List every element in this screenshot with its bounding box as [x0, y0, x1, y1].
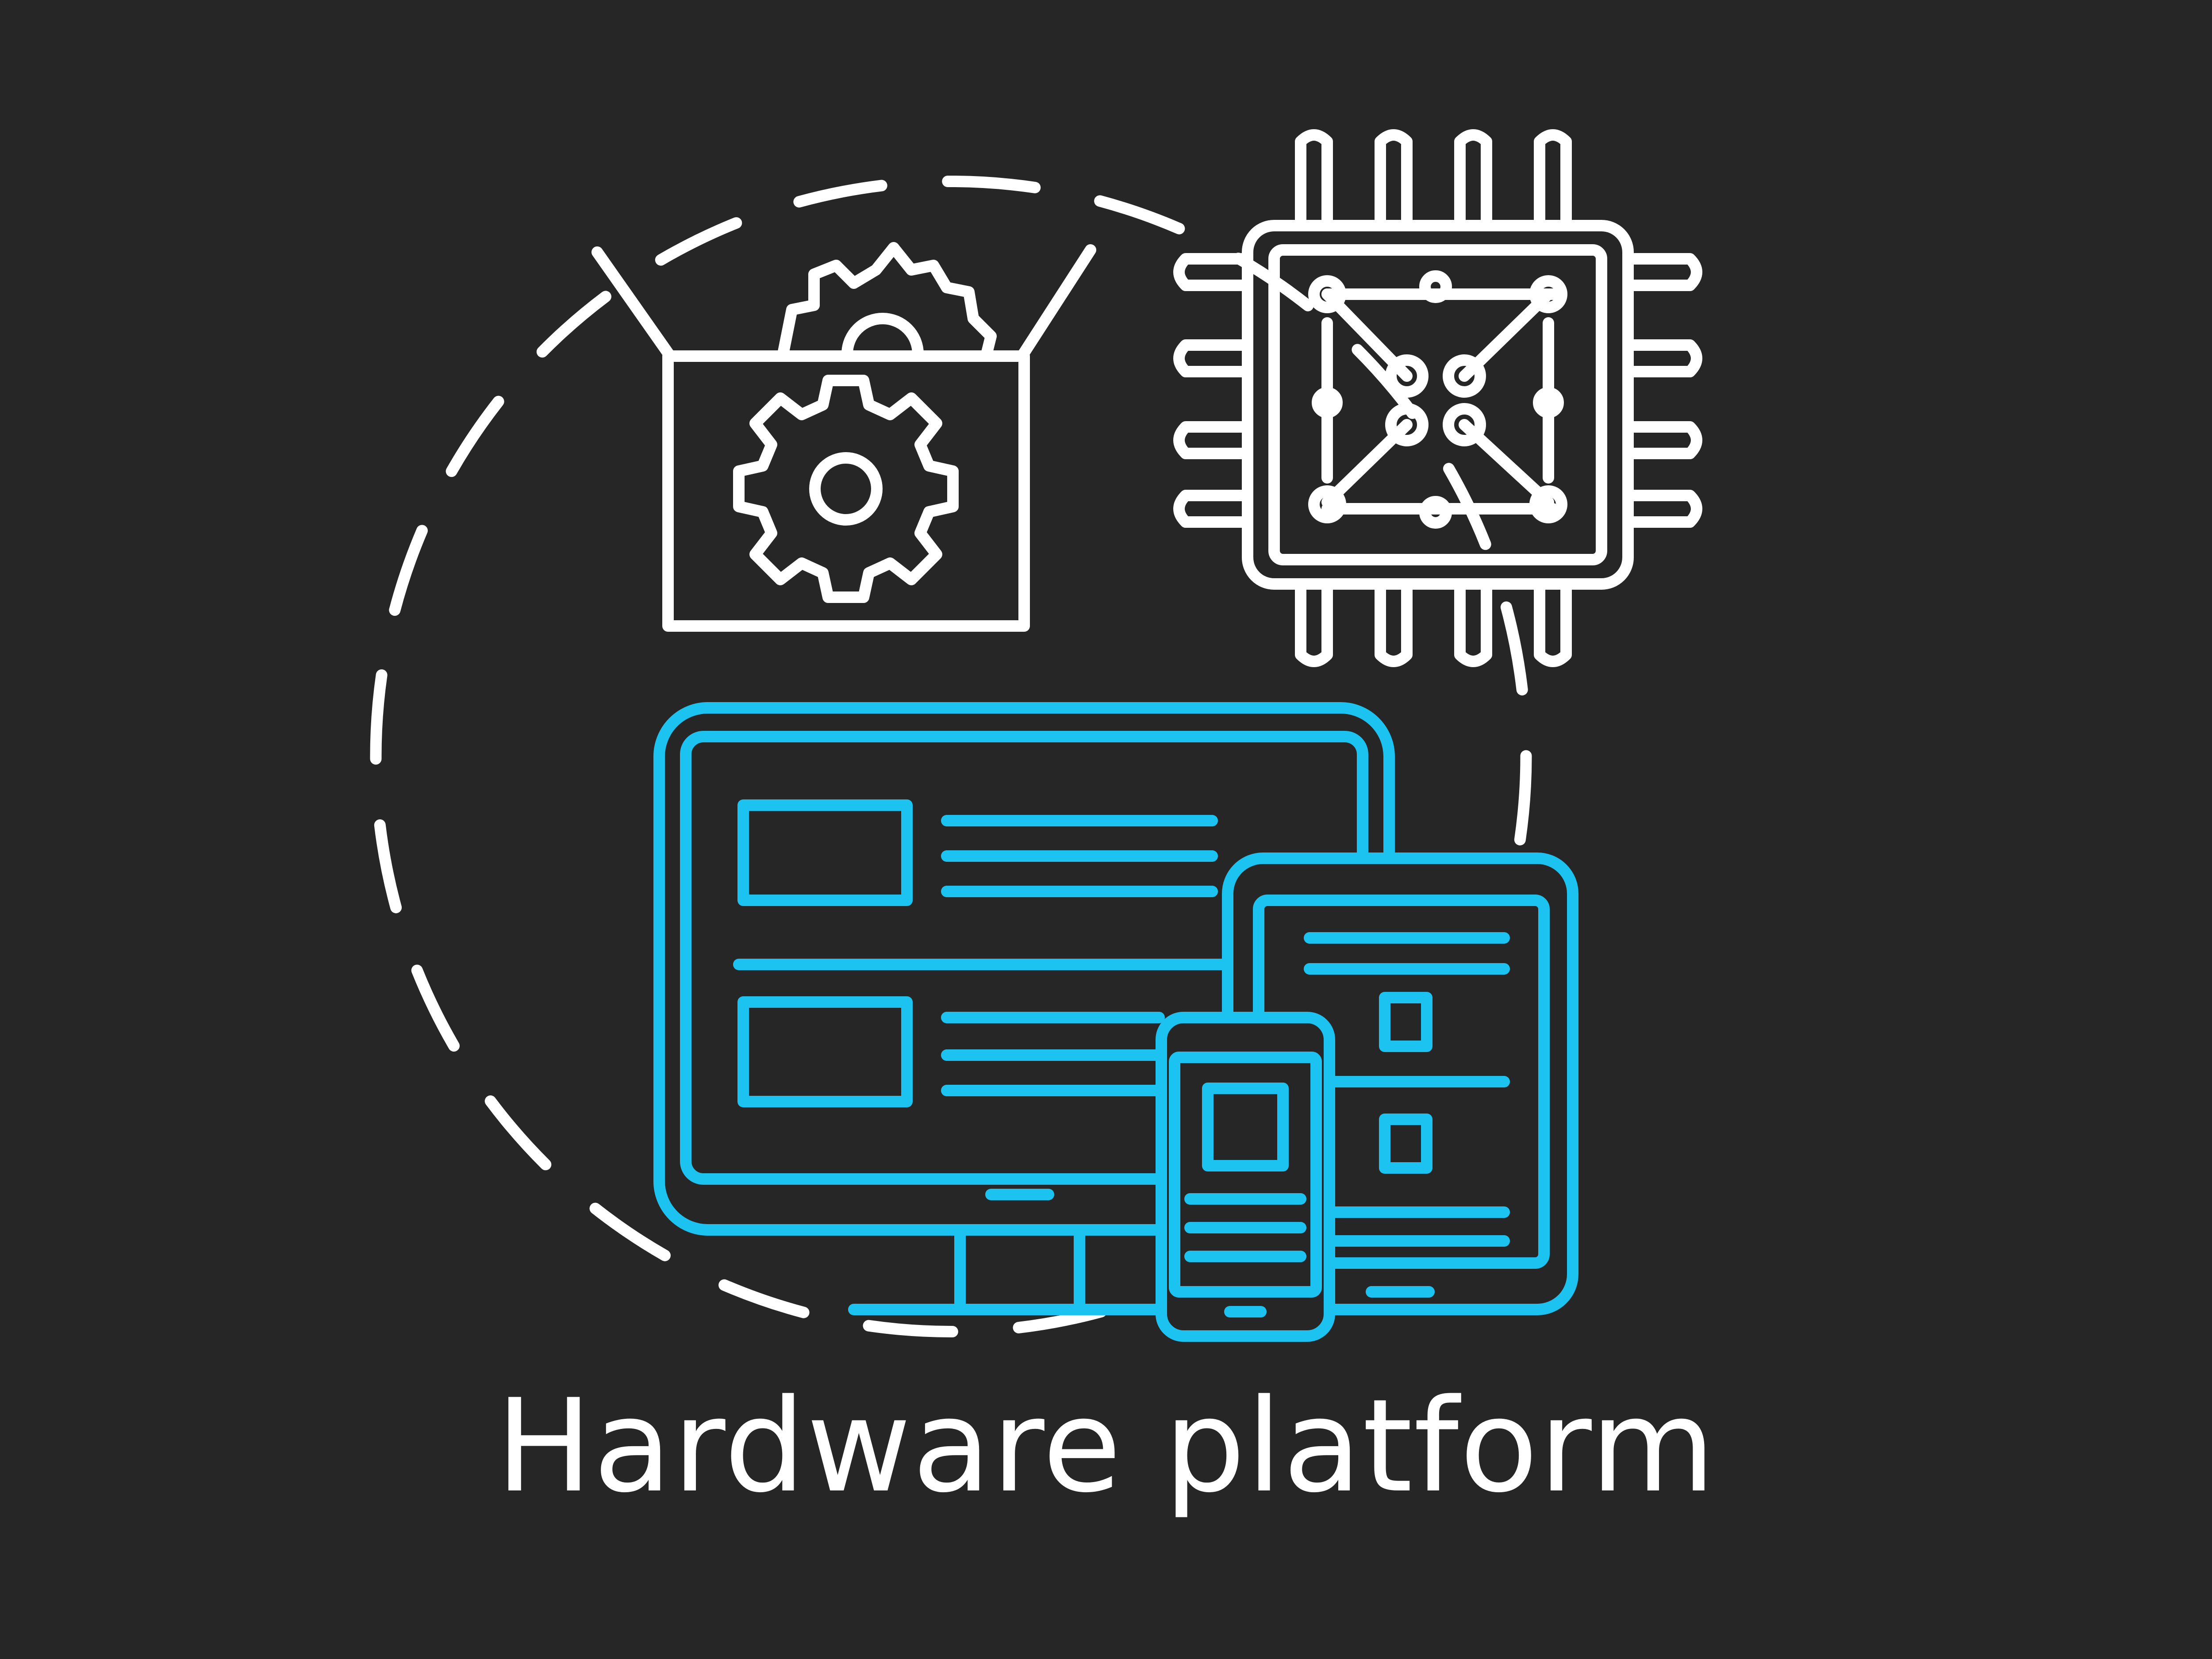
top-gear-icon — [777, 242, 997, 360]
box-gear-icon — [733, 375, 959, 603]
desktop-monitor-icon — [653, 702, 1395, 1315]
microchip-icon — [1173, 129, 1702, 667]
dashed-circle-ring — [370, 176, 1532, 1337]
open-box-gears-icon — [591, 242, 1096, 632]
smartphone-icon — [1156, 1012, 1335, 1342]
caption-title: Hardware platform — [495, 1372, 1717, 1521]
